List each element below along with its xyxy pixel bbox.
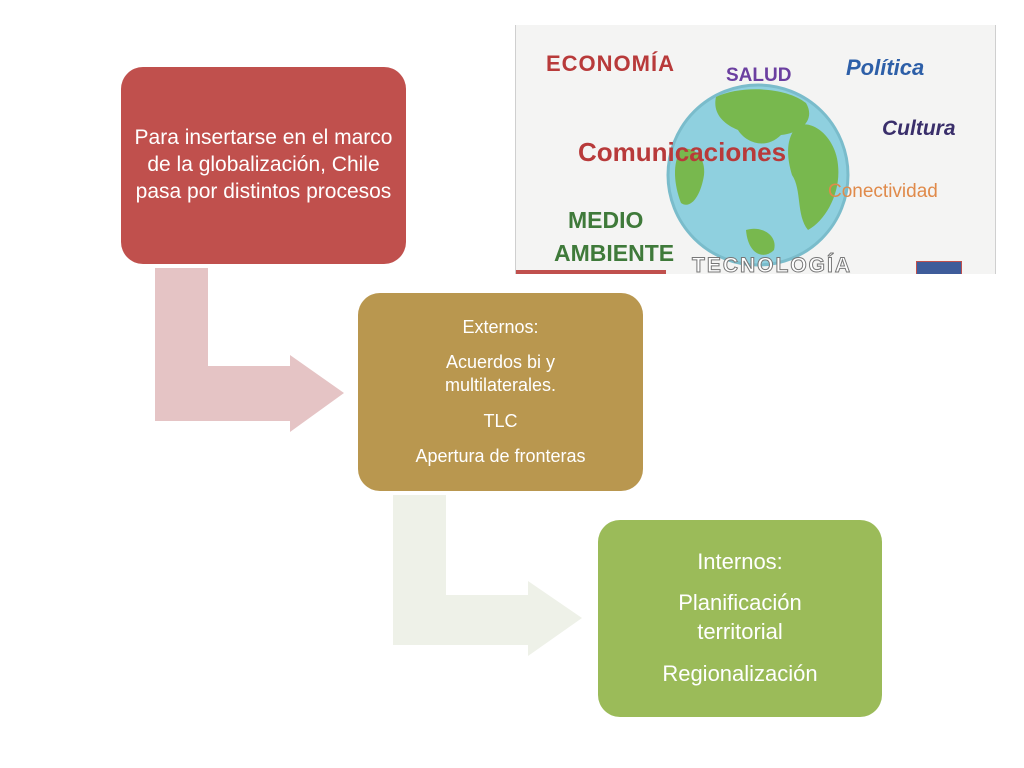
arrow-externos-to-internos <box>393 495 582 656</box>
internos-box: Internos: Planificación territorial Regi… <box>598 520 882 717</box>
word-politica: Política <box>846 55 925 80</box>
corner-logo <box>916 261 962 274</box>
word-medio: MEDIO <box>568 207 644 233</box>
externos-title: Externos: <box>462 316 539 337</box>
globe-icon <box>666 83 850 267</box>
internos-item-regionalizacion: Regionalización <box>662 661 818 687</box>
word-economia: ECONOMÍA <box>546 51 675 76</box>
externos-item-acuerdos: Acuerdos bi y multilaterales. <box>444 351 557 396</box>
word-tecnologia: TECNOLOGÍA <box>692 254 852 275</box>
red-strip <box>516 270 666 274</box>
externos-item-tlc: TLC <box>483 410 518 431</box>
externos-box: Externos: Acuerdos bi y multilaterales. … <box>358 293 643 491</box>
internos-item-planificacion: Planificación territorial <box>678 589 802 644</box>
word-salud: SALUD <box>726 65 792 86</box>
internos-title: Internos: <box>697 549 783 575</box>
globalization-collage: ECONOMÍA SALUD Política Cultura Comunica… <box>515 25 996 274</box>
word-cultura: Cultura <box>882 117 956 140</box>
main-process-box: Para insertarse en el marco de la global… <box>121 67 406 264</box>
word-comunicaciones: Comunicaciones <box>578 137 787 167</box>
externos-item-apertura: Apertura de fronteras <box>415 446 586 467</box>
main-process-text: Para insertarse en el marco de la global… <box>134 126 393 203</box>
word-ambiente: AMBIENTE <box>554 240 675 266</box>
arrow-main-to-externos <box>155 268 344 432</box>
word-conectividad: Conectividad <box>828 181 938 202</box>
